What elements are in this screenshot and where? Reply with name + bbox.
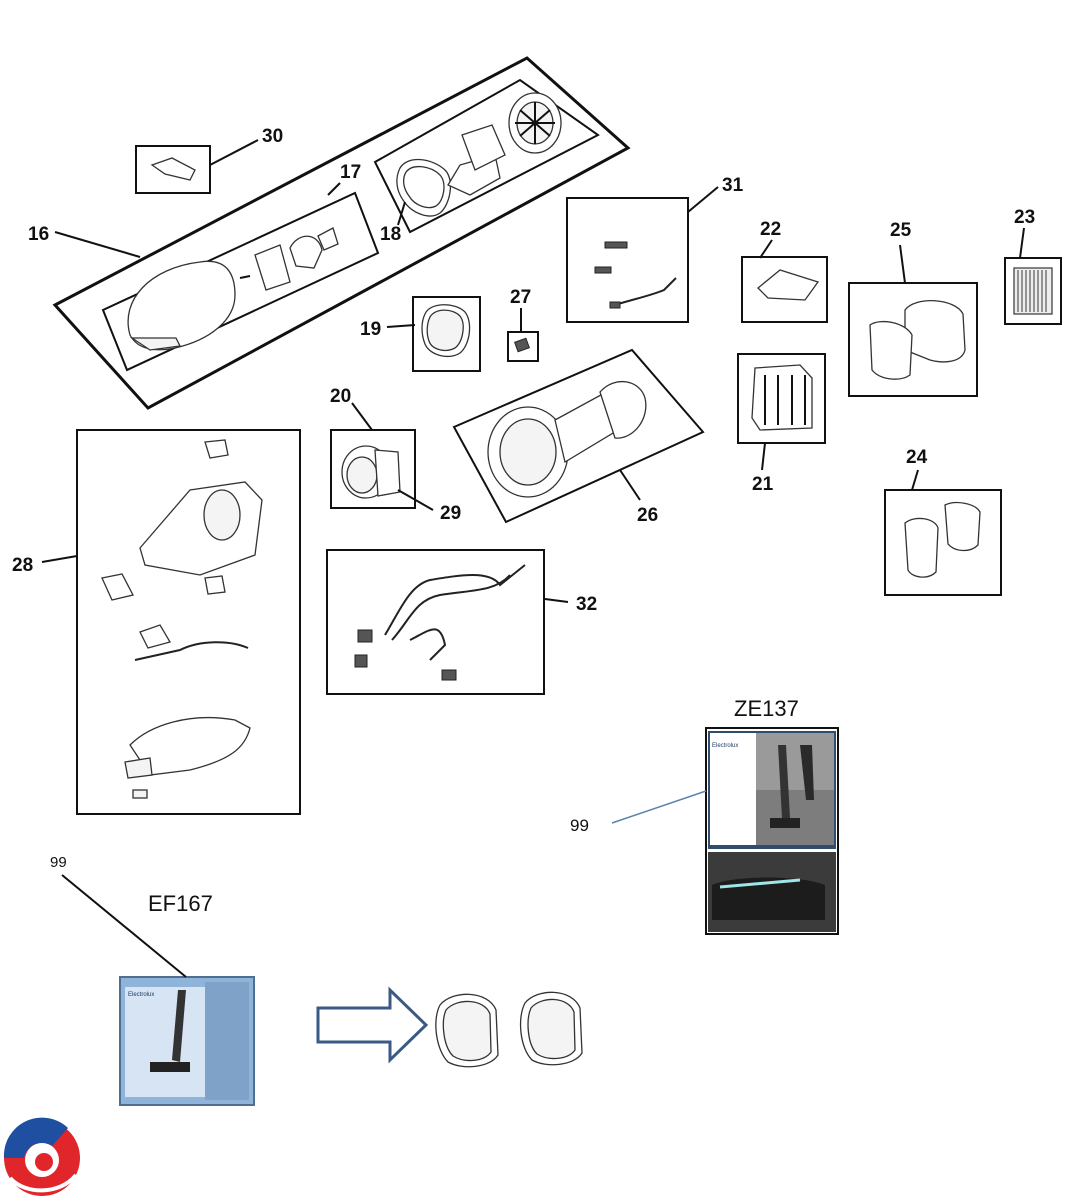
package-ze137: Electrolux xyxy=(705,727,839,935)
kit-code-ef167: EF167 xyxy=(148,891,213,916)
callout-31: 31 xyxy=(722,175,744,196)
callout-20: 20 xyxy=(330,386,351,407)
circular-swirl-logo-icon xyxy=(3,1117,80,1196)
part-box-32 xyxy=(326,549,545,695)
callout-23: 23 xyxy=(1014,207,1035,228)
part-box-23 xyxy=(1004,257,1062,325)
callout-18: 18 xyxy=(380,224,401,245)
part-box-30 xyxy=(135,145,211,194)
part-box-21 xyxy=(737,353,826,444)
callout-29: 29 xyxy=(440,503,461,524)
callout-22: 22 xyxy=(760,219,781,240)
callout-30: 30 xyxy=(262,126,283,147)
callout-16: 16 xyxy=(28,224,49,245)
package-ef167: Electrolux xyxy=(119,976,255,1106)
callout-99-ze137: 99 xyxy=(570,816,589,835)
callout-32: 32 xyxy=(576,594,597,615)
part-box-22 xyxy=(741,256,828,323)
callout-labels: 16 17 18 30 19 27 31 22 23 25 20 29 21 2… xyxy=(12,126,1035,916)
part-group-16 xyxy=(52,56,631,410)
callout-21: 21 xyxy=(752,474,774,495)
leader-lines xyxy=(41,139,1025,978)
callout-24: 24 xyxy=(906,447,928,468)
callout-25: 25 xyxy=(890,220,912,241)
cyclone-part xyxy=(239,227,339,291)
callout-27: 27 xyxy=(510,287,531,308)
part-box-25 xyxy=(848,282,978,397)
part-box-20-29 xyxy=(330,429,416,509)
part-box-31 xyxy=(566,197,689,323)
motor-housing-part xyxy=(447,92,562,196)
part-box-28 xyxy=(76,429,301,815)
callout-17: 17 xyxy=(340,162,361,183)
kit-code-ze137: ZE137 xyxy=(734,696,799,721)
callout-99-ef167: 99 xyxy=(50,854,67,871)
callout-26: 26 xyxy=(637,505,658,526)
package-brand-text: Electrolux xyxy=(712,743,738,749)
filter-pair xyxy=(435,991,583,1068)
filter-frame-part xyxy=(396,158,452,217)
handheld-body-part xyxy=(127,260,236,351)
package-brand-text-2: Electrolux xyxy=(128,992,154,998)
callout-28: 28 xyxy=(12,555,33,576)
part-box-26 xyxy=(452,348,705,524)
part-box-27 xyxy=(507,331,539,362)
part-box-19 xyxy=(412,296,481,372)
callout-19: 19 xyxy=(360,319,381,340)
right-outline-arrow-icon xyxy=(316,986,429,1064)
part-box-24 xyxy=(884,489,1002,596)
